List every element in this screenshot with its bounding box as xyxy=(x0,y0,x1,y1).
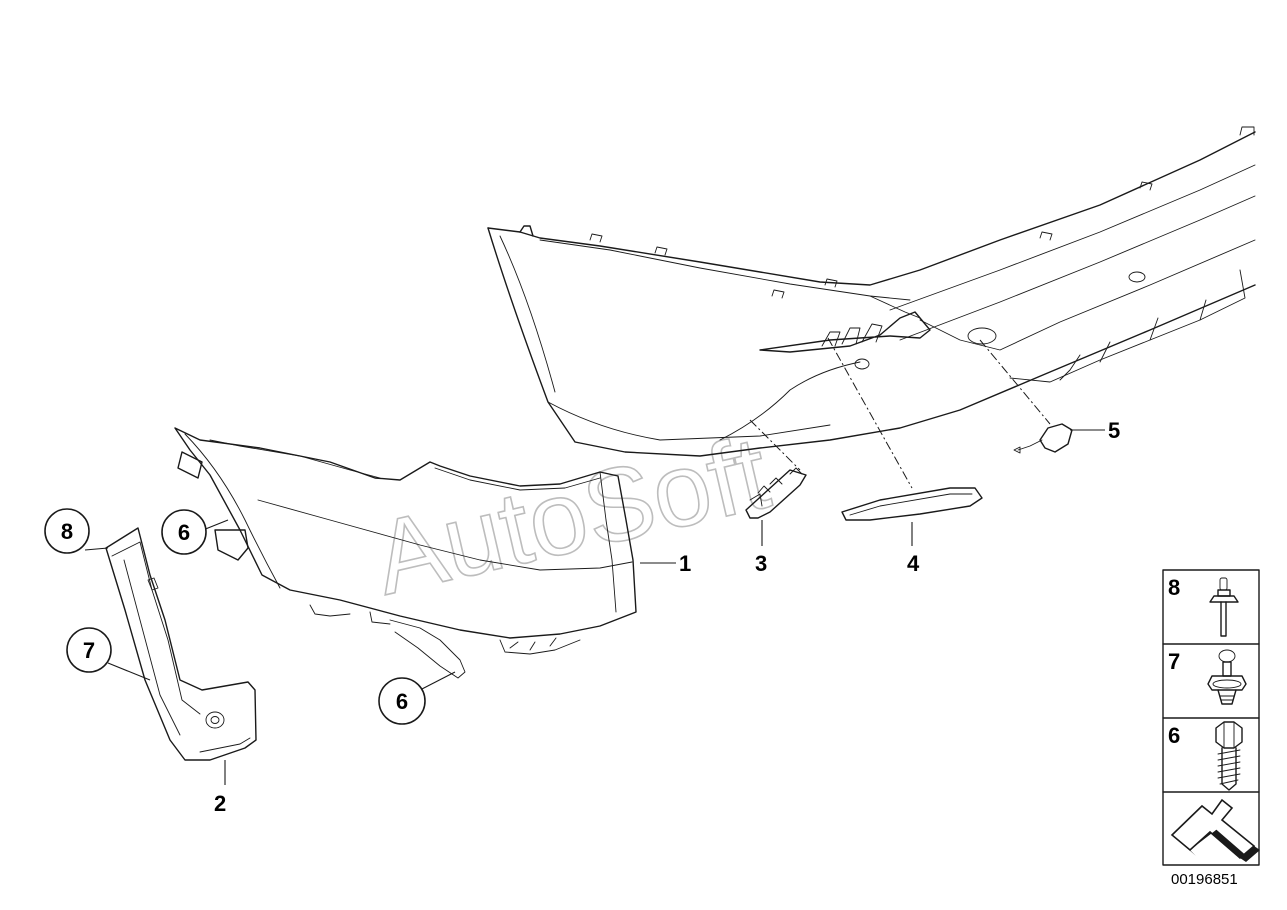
tow-hook-cap xyxy=(1013,423,1073,454)
callout-6-upper-label: 6 xyxy=(178,520,190,545)
diagram-reference-number: 00196851 xyxy=(1171,871,1238,888)
legend-label-6: 6 xyxy=(1168,723,1180,748)
bracket xyxy=(105,527,257,761)
side-bumper-panel xyxy=(174,427,637,679)
screw-icon xyxy=(1215,721,1243,791)
legend-label-7: 7 xyxy=(1168,649,1180,674)
legend-label-8: 8 xyxy=(1168,575,1180,600)
callout-8: 8 xyxy=(44,508,90,554)
mounting-clip xyxy=(745,467,807,519)
leader-lines xyxy=(84,429,1105,785)
callout-7-label: 7 xyxy=(83,638,95,663)
front-direction-arrow-icon xyxy=(1170,798,1260,862)
assembly-lines xyxy=(749,337,1051,489)
watermark: AutoSoft xyxy=(364,415,779,618)
bumper-trim-panel xyxy=(487,126,1256,457)
expanding-rivet-icon xyxy=(1207,649,1247,705)
callout-5: 5 xyxy=(1108,418,1120,443)
callout-3: 3 xyxy=(755,551,767,576)
callout-8-label: 8 xyxy=(61,519,73,544)
callout-2: 2 xyxy=(214,791,226,816)
callout-6-lower-label: 6 xyxy=(396,689,408,714)
callout-1: 1 xyxy=(679,551,691,576)
callout-7: 7 xyxy=(66,627,112,673)
callout-4: 4 xyxy=(907,551,920,576)
fastener-legend: 8 7 6 xyxy=(1162,569,1260,866)
rivet-icon xyxy=(1209,577,1239,637)
callout-6-lower: 6 xyxy=(378,677,426,725)
callout-6-upper: 6 xyxy=(161,509,207,555)
reflector xyxy=(841,487,983,521)
